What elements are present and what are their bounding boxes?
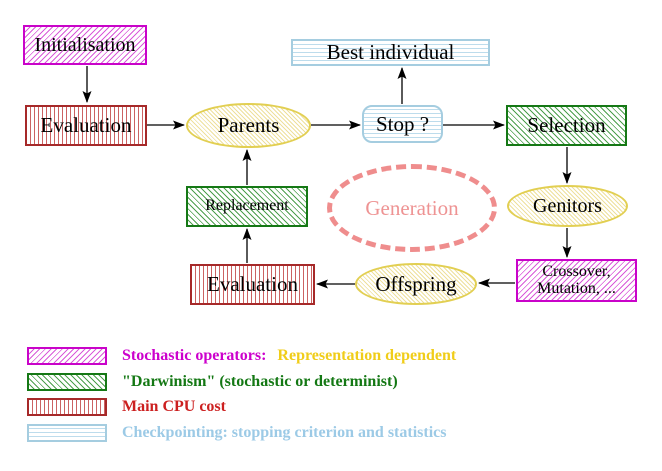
node-evaluation-top: Evaluation: [25, 105, 147, 146]
node-crossover-mutation: Crossover, Mutation, ...: [516, 259, 637, 302]
node-offspring-label: Offspring: [375, 271, 457, 296]
node-genitors: Genitors: [507, 185, 628, 227]
legend-checkpointing-label: Checkpointing: stopping criterion and st…: [122, 424, 447, 441]
node-offspring: Offspring: [355, 263, 477, 305]
legend-row-stochastic-operators: Stochastic operators: Representation dep…: [27, 346, 456, 366]
node-parents: Parents: [186, 103, 311, 148]
legend-stochastic-operators-label: Stochastic operators:: [122, 347, 267, 364]
node-initialisation-label: Initialisation: [34, 33, 136, 56]
generation-label: Generation: [365, 195, 459, 220]
node-best-individual: Best individual: [291, 39, 490, 66]
node-crossover-label-line2: Mutation, ...: [537, 279, 616, 297]
node-replacement-label: Replacement: [205, 197, 289, 215]
legend-row-darwinism: "Darwinism" (stochastic or determinist): [27, 372, 398, 392]
node-initialisation: Initialisation: [23, 25, 147, 65]
node-evaluation-bottom: Evaluation: [190, 264, 315, 305]
node-evaluation-top-label: Evaluation: [40, 113, 132, 138]
node-crossover-label-line1: Crossover,: [542, 262, 611, 280]
node-evaluation-bottom-label: Evaluation: [207, 272, 298, 297]
generation-loop-ellipse: Generation: [327, 164, 497, 252]
legend-representation-dependent-label: Representation dependent: [277, 347, 457, 364]
green-diagonal-hatch-swatch: [27, 373, 107, 391]
magenta-diagonal-hatch-swatch: [27, 347, 107, 365]
node-stop-label: Stop ?: [375, 111, 430, 136]
node-parents-label: Parents: [217, 113, 280, 138]
node-genitors-label: Genitors: [533, 194, 602, 217]
node-selection: Selection: [506, 105, 627, 146]
legend-row-cpu-cost: Main CPU cost: [27, 397, 226, 417]
node-stop-test: Stop ?: [362, 105, 443, 143]
node-selection-label: Selection: [527, 113, 606, 138]
legend-cpu-cost-label: Main CPU cost: [122, 398, 226, 415]
legend-row-checkpointing: Checkpointing: stopping criterion and st…: [27, 423, 446, 443]
red-vertical-stripes-swatch: [27, 398, 107, 416]
legend-darwinism-label: "Darwinism" (stochastic or determinist): [122, 373, 398, 390]
node-best-individual-label: Best individual: [326, 40, 455, 65]
cyan-horizontal-stripes-swatch: [27, 424, 107, 442]
node-replacement: Replacement: [186, 186, 308, 227]
